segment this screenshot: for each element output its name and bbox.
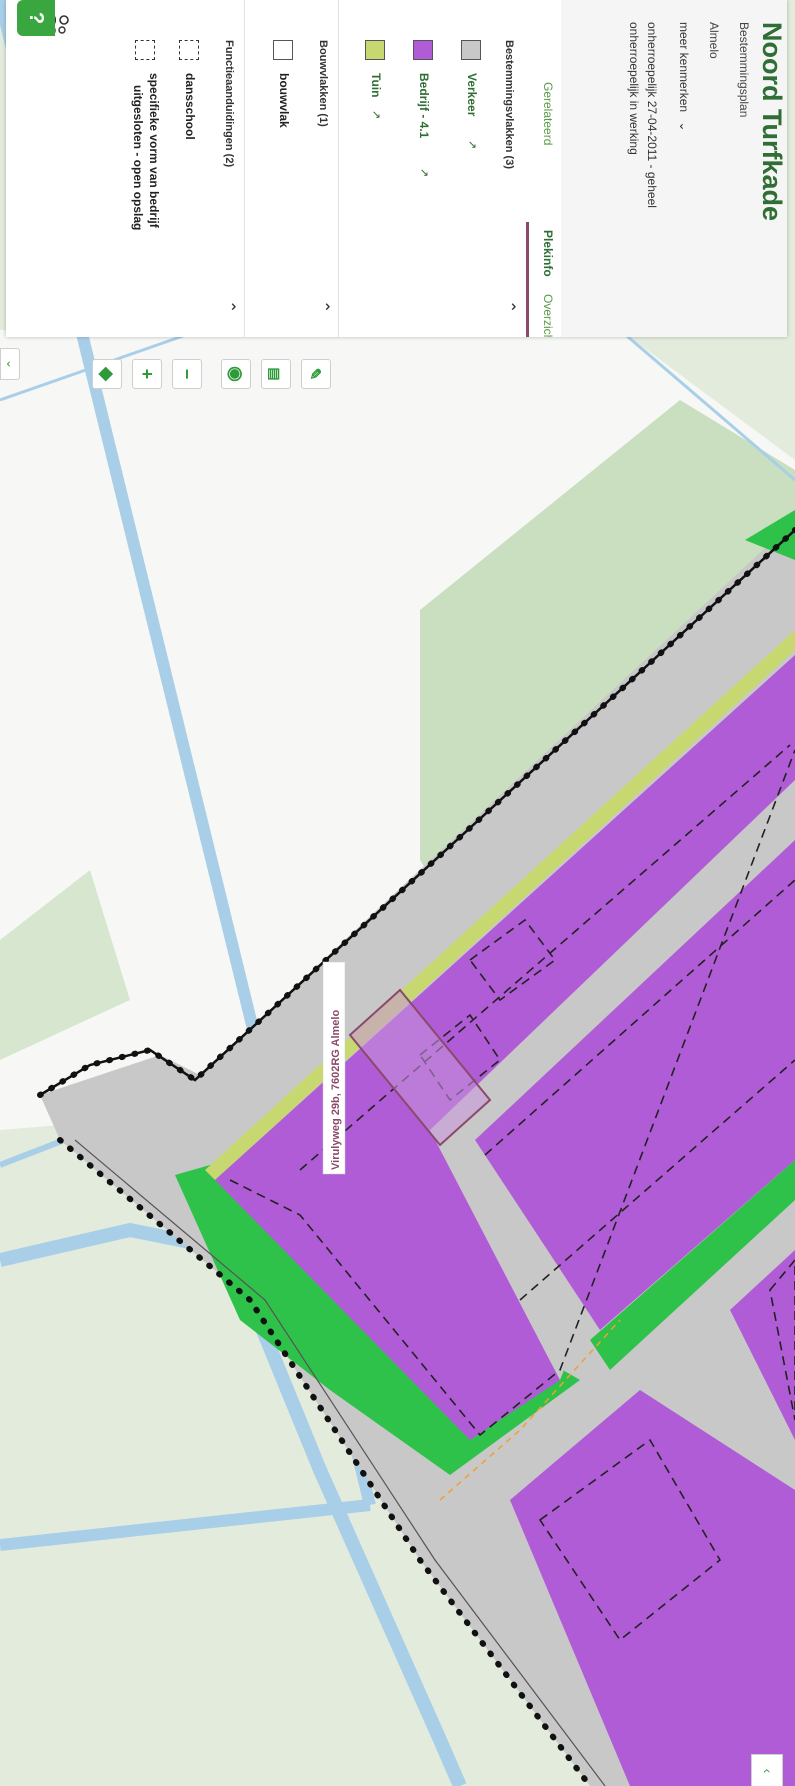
water-edge bbox=[619, 328, 795, 482]
selected-parcel[interactable] bbox=[348, 988, 492, 1147]
panel-header: Noord Turfkade Bestemmingsplan Almelo me… bbox=[49, 0, 787, 337]
plan-municipality: Almelo bbox=[707, 22, 721, 59]
chevron-down-icon: ⌄ bbox=[4, 358, 18, 370]
collapse-functieaanduidingen-button[interactable]: ⌃ bbox=[219, 300, 239, 313]
water-ditch-2 bbox=[0, 1499, 371, 1551]
orange-line bbox=[439, 1319, 621, 1501]
inner-road bbox=[430, 790, 795, 1380]
rail-line bbox=[74, 1139, 606, 1786]
plan-type: Bestemmingsplan bbox=[737, 22, 751, 118]
chevron-up-icon: ‹ bbox=[760, 1768, 776, 1774]
chevron-up-icon: ⌃ bbox=[500, 300, 517, 314]
measure-icon: ▤ bbox=[267, 367, 283, 381]
legend-item-open-opslag[interactable]: specifieke vorm van bedrijf uitgesloten … bbox=[115, 40, 161, 320]
chevron-up-icon: ⌃ bbox=[314, 300, 331, 314]
legend-item-dansschool[interactable]: dansschool bbox=[175, 40, 199, 300]
layers-button[interactable]: ◆ bbox=[92, 359, 122, 389]
layers-icon: ◆ bbox=[97, 367, 117, 381]
help-icon: ? bbox=[25, 11, 47, 25]
swatch-bouwvlak bbox=[273, 40, 293, 60]
legend-label-verkeer: Verkeer bbox=[465, 73, 479, 117]
legend-label-tuin: Tuin bbox=[369, 73, 383, 98]
legend-item-bedrijf[interactable]: Bedrijf - 4.1 ↗ bbox=[409, 40, 433, 300]
panel-tabs: Plekinfo Overzicht bbox=[533, 0, 561, 337]
water-canal bbox=[0, 1222, 467, 1786]
swatch-verkeer bbox=[461, 40, 481, 60]
tab-gerelateerd[interactable]: Gerelateerd bbox=[541, 82, 555, 146]
chevron-up-icon: ⌃ bbox=[220, 300, 237, 314]
locate-button[interactable]: ◉ bbox=[221, 359, 251, 389]
external-link-icon[interactable]: ↗ bbox=[370, 110, 382, 120]
zoom-in-button[interactable]: + bbox=[132, 359, 162, 389]
swatch-open-opslag bbox=[135, 40, 155, 60]
external-link-icon[interactable]: ↗ bbox=[466, 140, 478, 150]
panel-body: Bestemmingsvlakken (3) ⌃ Verkeer ↗ Bedri… bbox=[6, 0, 525, 337]
collapse-panel-button[interactable]: ⌄ bbox=[0, 348, 20, 380]
tuin-strip bbox=[205, 630, 795, 1180]
pencil-icon: ✎ bbox=[306, 367, 323, 381]
plan-title: Noord Turfkade bbox=[757, 22, 787, 222]
section-title-bouwvlakken: Bouwvlakken (1) bbox=[317, 40, 329, 127]
section-divider bbox=[338, 0, 339, 337]
section-title-bestemmingsvlakken: Bestemmingsvlakken (3) bbox=[503, 40, 515, 169]
chevron-down-icon: ⌄ bbox=[677, 121, 691, 132]
zoom-out-button[interactable]: − bbox=[172, 359, 202, 389]
locate-icon: ◉ bbox=[226, 366, 246, 382]
draw-button[interactable]: ✎ bbox=[301, 359, 331, 389]
tab-overzicht[interactable]: Overzicht bbox=[541, 294, 555, 337]
swatch-bedrijf bbox=[413, 40, 433, 60]
tab-plekinfo[interactable]: Plekinfo bbox=[541, 230, 555, 277]
expand-bottom-button[interactable]: ‹ bbox=[751, 1754, 783, 1786]
zoom-out-icon: − bbox=[177, 368, 197, 380]
section-divider bbox=[244, 0, 245, 337]
nature-area-west bbox=[0, 870, 130, 1060]
external-link-icon[interactable]: ↗ bbox=[418, 168, 430, 178]
groen-corner bbox=[745, 510, 795, 560]
more-features-button[interactable]: meer kenmerken ⌄ bbox=[677, 22, 691, 131]
legend-item-verkeer[interactable]: Verkeer ↗ bbox=[457, 40, 481, 300]
more-features-label: meer kenmerken bbox=[677, 22, 691, 113]
legend-label-open-opslag-1: specifieke vorm van bedrijf bbox=[147, 73, 161, 228]
swatch-dansschool bbox=[179, 40, 199, 60]
groen-strip bbox=[590, 1160, 795, 1370]
info-panel: Noord Turfkade Bestemmingsplan Almelo me… bbox=[6, 0, 787, 337]
legend-label-bouwvlak: bouwvlak bbox=[277, 73, 291, 128]
address-label: Virulyweg 29b, 7602RG Almelo bbox=[322, 961, 346, 1175]
section-title-functieaanduidingen: Functieaanduidingen (2) bbox=[223, 40, 235, 168]
bedrijf-area-east bbox=[730, 1250, 795, 1440]
bedrijf-area-south bbox=[510, 1390, 795, 1786]
collapse-bouwvlakken-button[interactable]: ⌃ bbox=[313, 300, 333, 313]
plan-status-line-2: onherroepelijk in werking bbox=[627, 22, 641, 155]
legend-item-tuin[interactable]: Tuin ↗ bbox=[361, 40, 385, 300]
legend-item-bouwvlak[interactable]: bouwvlak bbox=[269, 40, 293, 300]
plan-boundary-dots bbox=[37, 527, 795, 1098]
legend-label-open-opslag-2: uitgesloten - open opslag bbox=[131, 85, 145, 231]
address-label-text: Virulyweg 29b, 7602RG Almelo bbox=[330, 1010, 342, 1170]
help-button[interactable]: ? bbox=[17, 0, 55, 36]
swatch-tuin bbox=[365, 40, 385, 60]
legend-label-bedrijf: Bedrijf - 4.1 bbox=[417, 73, 431, 139]
zoom-in-icon: + bbox=[137, 368, 157, 380]
collapse-bestemmingsvlakken-button[interactable]: ⌃ bbox=[499, 300, 519, 313]
bedrijf-area-north bbox=[215, 655, 795, 1440]
active-tab-indicator bbox=[526, 222, 529, 337]
plan-boundary-south-dots bbox=[57, 1137, 593, 1786]
legend-label-dansschool: dansschool bbox=[183, 73, 197, 140]
plan-status-line-1: onherroepelijk 27-04-2011 - geheel bbox=[645, 22, 659, 208]
measure-button[interactable]: ▤ bbox=[261, 359, 291, 389]
